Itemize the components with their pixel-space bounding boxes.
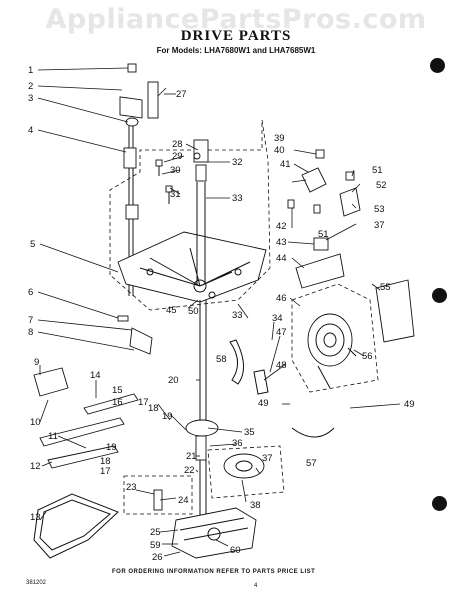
callout-57: 57 — [306, 458, 317, 469]
callout-4: 4 — [28, 125, 33, 136]
callout-2: 2 — [28, 81, 33, 92]
model-subtitle: For Models: LHA7680W1 and LHA7685W1 — [156, 46, 316, 55]
motor-assembly — [291, 283, 379, 393]
watermark-logo: AppliancePartsPros.com — [45, 4, 427, 35]
cover-panel — [375, 279, 415, 343]
callout-24: 24 — [178, 495, 189, 506]
retaining-clip — [291, 427, 335, 438]
callout-18b: 18 — [100, 456, 111, 467]
callout-8: 8 — [28, 327, 33, 338]
callout-33: 33 — [232, 193, 243, 204]
callout-15: 15 — [112, 385, 123, 396]
callout-48: 48 — [276, 360, 287, 371]
pulley — [223, 453, 265, 479]
callout-labels: 1 2 3 4 5 6 7 8 9 10 11 12 13 14 15 16 1… — [28, 65, 415, 563]
callout-32: 32 — [232, 157, 243, 168]
callout-9: 9 — [34, 357, 39, 368]
callout-19: 19 — [162, 411, 173, 422]
callout-5: 5 — [30, 239, 35, 250]
center-post — [193, 139, 209, 284]
housing-outline — [109, 119, 271, 311]
callout-41: 41 — [280, 159, 291, 170]
callout-59: 59 — [150, 540, 161, 551]
publication-code: 381202 — [26, 580, 47, 586]
callout-19b: 19 — [106, 442, 117, 453]
callout-53: 53 — [374, 204, 385, 215]
callout-35: 35 — [244, 427, 255, 438]
callout-30: 30 — [170, 165, 181, 176]
callout-34: 34 — [272, 313, 283, 324]
callout-16: 16 — [112, 397, 123, 408]
callout-25: 25 — [150, 527, 161, 538]
callout-38: 38 — [250, 500, 261, 511]
pulley-outline — [207, 445, 285, 499]
callout-56: 56 — [362, 351, 373, 362]
callout-21: 21 — [186, 451, 197, 462]
callout-50: 50 — [188, 306, 199, 317]
ordering-note: FOR ORDERING INFORMATION REFER TO PARTS … — [112, 569, 316, 575]
callout-13: 13 — [30, 512, 41, 523]
callout-58: 58 — [216, 354, 227, 365]
callout-40: 40 — [274, 145, 285, 156]
callout-1: 1 — [28, 65, 33, 76]
leader-lines — [37, 67, 401, 557]
callout-29: 29 — [172, 151, 183, 162]
callout-39: 39 — [274, 133, 285, 144]
callout-44: 44 — [276, 253, 287, 264]
callout-26: 26 — [152, 552, 163, 563]
callout-20: 20 — [168, 375, 179, 386]
callout-18: 18 — [148, 403, 159, 414]
callout-46: 46 — [276, 293, 287, 304]
hose-part — [229, 339, 244, 385]
callout-3: 3 — [28, 93, 33, 104]
callout-42: 42 — [276, 221, 287, 232]
callout-22: 22 — [184, 465, 195, 476]
page-number: 4 — [254, 583, 258, 589]
callout-47: 47 — [276, 327, 287, 338]
left-brackets — [33, 315, 153, 469]
capacitor-part — [253, 369, 269, 395]
callout-10: 10 — [30, 417, 41, 428]
callout-28: 28 — [172, 139, 183, 150]
callout-17: 17 — [138, 397, 149, 408]
callout-33b: 33 — [232, 310, 243, 321]
callout-14: 14 — [90, 370, 101, 381]
sleeve-part — [147, 81, 159, 119]
callout-37: 37 — [262, 453, 273, 464]
binder-hole-bottom — [432, 496, 447, 511]
gear-outline — [123, 475, 193, 515]
motor-bracket-parts — [287, 149, 361, 289]
callout-7: 7 — [28, 315, 33, 326]
agitator-rod-assembly — [119, 63, 143, 296]
callout-36: 36 — [232, 438, 243, 449]
callout-49: 49 — [258, 398, 269, 409]
callout-31: 31 — [170, 189, 181, 200]
callout-49b: 49 — [404, 399, 415, 410]
callout-27: 27 — [176, 89, 187, 100]
callout-12: 12 — [30, 461, 41, 472]
callout-45: 45 — [166, 305, 177, 316]
callout-55: 55 — [380, 282, 391, 293]
callout-6: 6 — [28, 287, 33, 298]
transmission-shaft — [185, 300, 219, 516]
callout-23: 23 — [126, 482, 137, 493]
binder-hole-middle — [432, 288, 447, 303]
callout-51b: 51 — [318, 229, 329, 240]
callout-43: 43 — [276, 237, 287, 248]
callout-11: 11 — [48, 431, 58, 442]
page-title: DRIVE PARTS — [180, 28, 292, 44]
callout-51: 51 — [372, 165, 383, 176]
callout-60: 60 — [230, 545, 241, 556]
drive-belt — [33, 493, 119, 559]
base-plate — [117, 231, 267, 303]
callout-52: 52 — [376, 180, 387, 191]
binder-hole-top — [430, 58, 445, 73]
callout-37b: 37 — [374, 220, 385, 231]
drive-belt-inner — [39, 499, 111, 551]
gearcase — [153, 489, 257, 559]
callout-17b: 17 — [100, 466, 111, 477]
pulley-hub — [235, 460, 253, 472]
